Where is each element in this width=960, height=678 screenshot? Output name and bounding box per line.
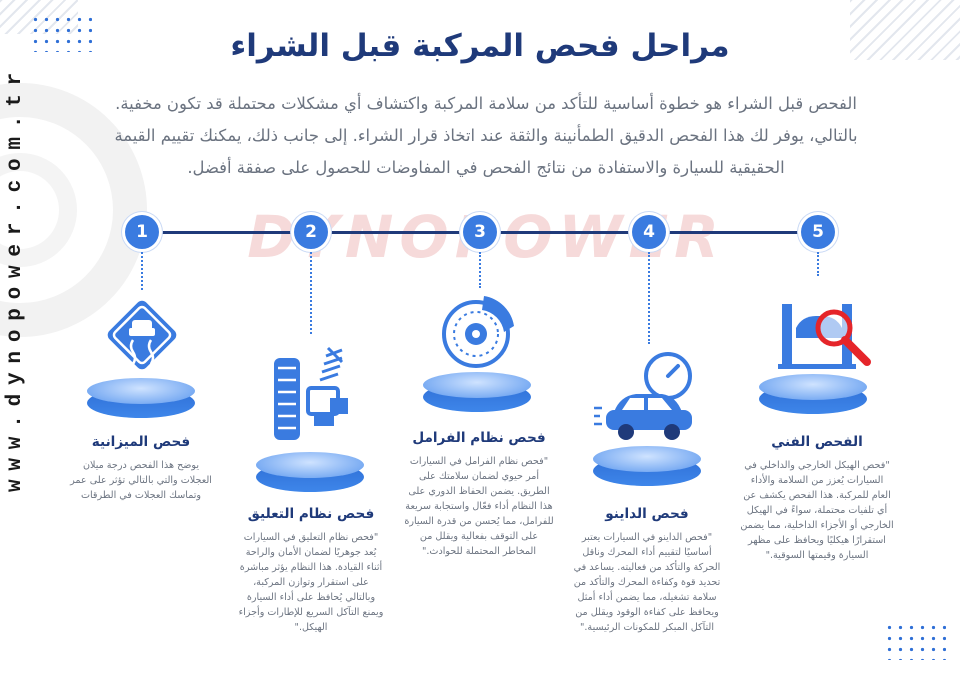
step-number-1: 1 — [125, 215, 159, 249]
step-number-5: 5 — [801, 215, 835, 249]
pedestal-3 — [423, 372, 531, 412]
step-title-1: فحص الميزانية — [91, 434, 191, 450]
speedometer-car-icon — [594, 352, 692, 440]
suspension-icon — [274, 346, 348, 440]
pedestal-5 — [759, 374, 867, 414]
step-number-4: 4 — [632, 215, 666, 249]
car-lift-magnifier-icon — [778, 304, 871, 369]
step-number-3: 3 — [463, 215, 497, 249]
step-connector-1 — [141, 252, 143, 290]
pedestal-2 — [256, 452, 364, 492]
step-title-5: الفحص الفني — [771, 434, 863, 450]
step-number-2: 2 — [294, 215, 328, 249]
brake-disc-icon — [442, 296, 514, 368]
step-connector-3 — [479, 252, 481, 288]
dot-grid-top-left — [30, 14, 92, 52]
page-title: مراحل فحص المركبة قبل الشراء — [230, 28, 730, 64]
step-card-4: فحص الداينو "فحص الداينو في السيارات يعت… — [572, 506, 722, 635]
pedestal-1 — [87, 378, 195, 418]
step-title-2: فحص نظام التعليق — [247, 506, 375, 522]
website-url: www.dynopower.com.tr — [4, 63, 27, 492]
step-card-5: الفحص الفني "فحص الهيكل الخارجي والداخلي… — [740, 434, 894, 563]
step-description-2: "فحص نظام التعليق في السيارات يُعد جوهري… — [238, 532, 384, 633]
corner-hatch-top-right — [850, 0, 960, 60]
step-description-5: "فحص الهيكل الخارجي والداخلي في السيارات… — [740, 460, 894, 561]
dot-grid-bottom-right — [884, 622, 946, 660]
slippery-road-icon — [107, 300, 177, 370]
step-card-1: فحص الميزانية يوضح هذا الفحص درجة ميلان … — [70, 434, 212, 503]
intro-paragraph: الفحص قبل الشراء هو خطوة أساسية للتأكد م… — [114, 94, 858, 177]
step-description-4: "فحص الداينو في السيارات يعتبر أساسيًا ل… — [573, 532, 721, 633]
step-description-3: "فحص نظام الفرامل في السيارات أمر حيوي ل… — [404, 456, 554, 557]
step-title-4: فحص الداينو — [605, 506, 689, 522]
brand-logo-watermark-icon — [0, 83, 147, 337]
step-connector-2 — [310, 252, 312, 334]
step-card-3: فحص نظام الفرامل "فحص نظام الفرامل في ال… — [404, 430, 554, 559]
step-card-2: فحص نظام التعليق "فحص نظام التعليق في ال… — [238, 506, 384, 635]
step-description-1: يوضح هذا الفحص درجة ميلان العجلات والتي … — [70, 460, 212, 501]
step-connector-4 — [648, 252, 650, 344]
step-connector-5 — [817, 252, 819, 276]
step-title-3: فحص نظام الفرامل — [412, 430, 546, 446]
pedestal-4 — [593, 446, 701, 486]
